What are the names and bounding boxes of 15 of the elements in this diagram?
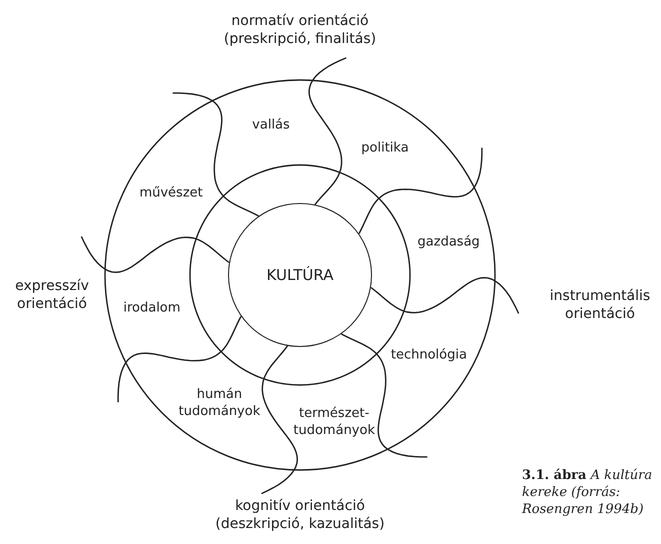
orientation-label: kognitív orientáció (deszkripció, kazualitás) (214, 496, 386, 534)
center-label: KULTÚRA (266, 266, 334, 284)
sector-label: természet-tudományok (292, 406, 376, 440)
orientation-label: expresszív orientáció (14, 276, 90, 314)
sector-label: politika (361, 140, 409, 158)
sector-label: gazdaság (418, 234, 480, 252)
sector-label: humán tudományok (178, 387, 262, 421)
sector-label: technológia (390, 347, 467, 364)
sector-label: irodalom (123, 300, 180, 318)
orientation-label: instrumentális orientáció (548, 286, 652, 324)
sector-label: művészet (139, 186, 203, 203)
center-circle (228, 203, 372, 347)
figure-caption: 3.1. ábra A kultúra kereke (forrás: Rosengren 1994b) (522, 468, 654, 519)
sector-label: vallás (252, 117, 290, 134)
orientation-label: normatív orientáció (preskripció, finalitás) (222, 12, 378, 48)
